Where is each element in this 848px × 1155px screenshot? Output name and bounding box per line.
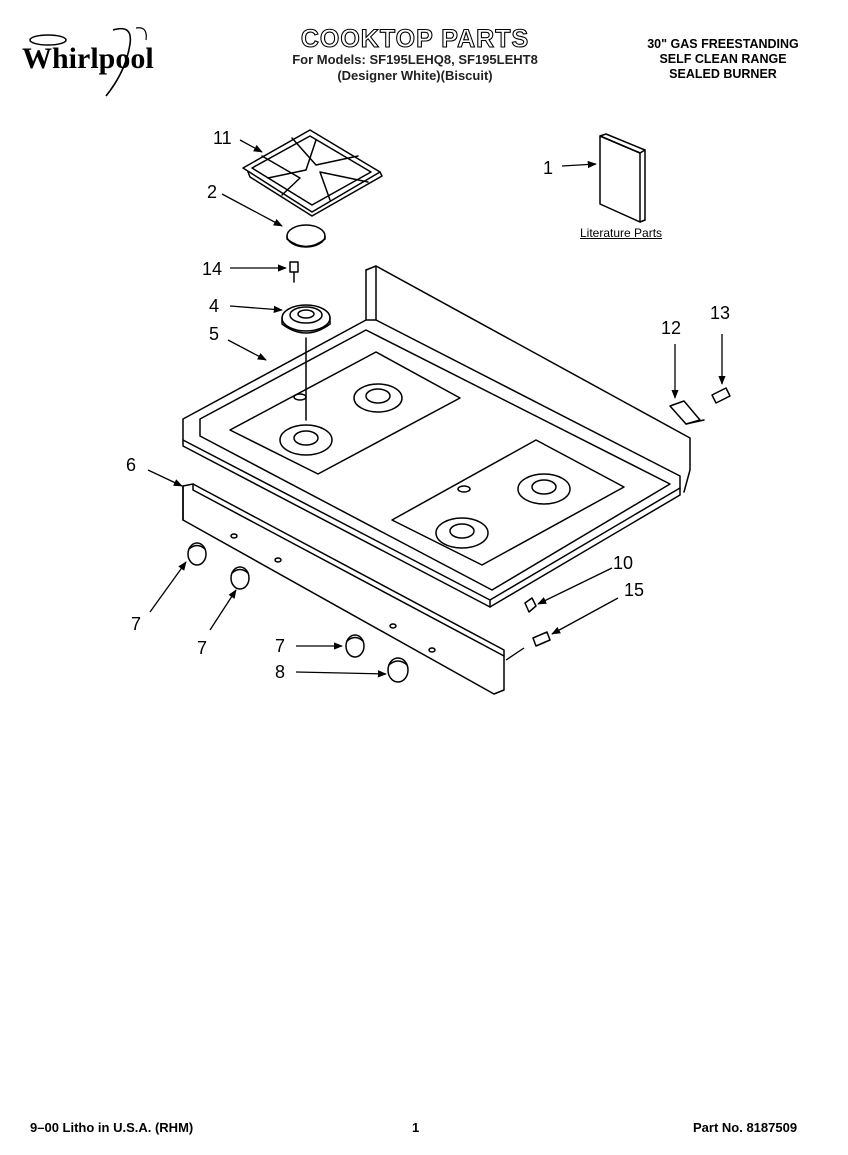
clip-part bbox=[524, 597, 537, 613]
footer-litho: 9–00 Litho in U.S.A. (RHM) bbox=[30, 1120, 194, 1135]
color-line: (Designer White)(Biscuit) bbox=[337, 68, 493, 83]
control-knobs bbox=[187, 542, 409, 683]
brand-logo: Whirlpool bbox=[18, 26, 168, 102]
title-block: COOKTOP PARTS For Models: SF195LEHQ8, SF… bbox=[250, 25, 580, 84]
literature-booklet bbox=[599, 133, 646, 223]
literature-parts-label: Literature Parts bbox=[580, 226, 663, 240]
callout-8: 8 bbox=[275, 662, 286, 682]
screw-13-part bbox=[711, 387, 731, 404]
footer-part-number: Part No. 8187509 bbox=[693, 1120, 798, 1135]
brand-name: Whirlpool bbox=[22, 42, 154, 75]
footer-page-number: 1 bbox=[412, 1120, 420, 1135]
callout-14: 14 bbox=[202, 259, 223, 279]
callout-12: 12 bbox=[661, 318, 682, 338]
cooktop-panel bbox=[182, 265, 691, 608]
callout-7: 7 bbox=[275, 636, 286, 656]
leader-lines bbox=[147, 139, 726, 678]
screw-15-part bbox=[532, 631, 551, 647]
spec-line: SELF CLEAN RANGE bbox=[659, 52, 787, 66]
control-strip-leader bbox=[505, 647, 525, 661]
page-title: COOKTOP PARTS bbox=[300, 25, 530, 53]
spec-line: SEALED BURNER bbox=[669, 67, 777, 81]
callout-13: 13 bbox=[710, 303, 731, 323]
callout-11: 11 bbox=[213, 128, 232, 148]
spec-line: 30" GAS FREESTANDING bbox=[647, 37, 799, 51]
burner-cap-part bbox=[286, 224, 326, 248]
callout-1: 1 bbox=[543, 158, 554, 178]
callout-4: 4 bbox=[209, 296, 220, 316]
grate-part bbox=[242, 129, 383, 217]
logo-swirl bbox=[29, 27, 147, 97]
callout-2: 2 bbox=[207, 182, 218, 202]
control-panel-strip bbox=[182, 483, 505, 695]
callout-7: 7 bbox=[197, 638, 208, 658]
callout-15: 15 bbox=[624, 580, 645, 600]
callout-10: 10 bbox=[613, 553, 634, 573]
callout-7: 7 bbox=[131, 614, 142, 634]
callout-6: 6 bbox=[126, 455, 137, 475]
electrode-part bbox=[669, 400, 705, 425]
screw-part bbox=[289, 261, 299, 283]
models-line: For Models: SF195LEHQ8, SF195LEHT8 bbox=[292, 52, 538, 67]
callout-5: 5 bbox=[209, 324, 220, 344]
spec-block: 30" GAS FREESTANDING SELF CLEAN RANGE SE… bbox=[628, 37, 818, 82]
